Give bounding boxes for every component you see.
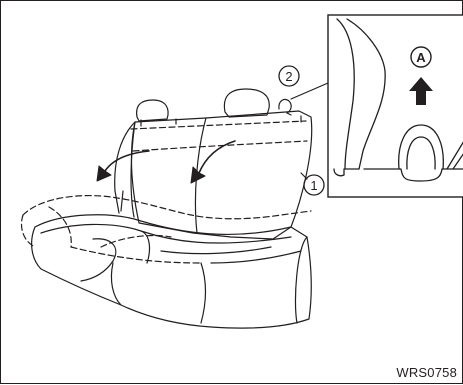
fold-arrow-right	[199, 141, 235, 173]
seat-cushion	[32, 215, 312, 328]
left-headrest	[137, 100, 168, 121]
seatback	[132, 111, 312, 239]
callout-1-label: 1	[310, 178, 317, 193]
seatback-release-strap	[279, 99, 291, 113]
figure-reference-code: WRS0758	[396, 365, 457, 380]
fold-arrow-left	[105, 151, 149, 171]
release-strap-detail-inset	[328, 15, 463, 197]
right-headrest	[224, 89, 269, 117]
callout-2-label: 2	[285, 69, 292, 84]
callout-a-label: A	[416, 50, 426, 65]
folded-seatback-outline	[23, 196, 311, 219]
